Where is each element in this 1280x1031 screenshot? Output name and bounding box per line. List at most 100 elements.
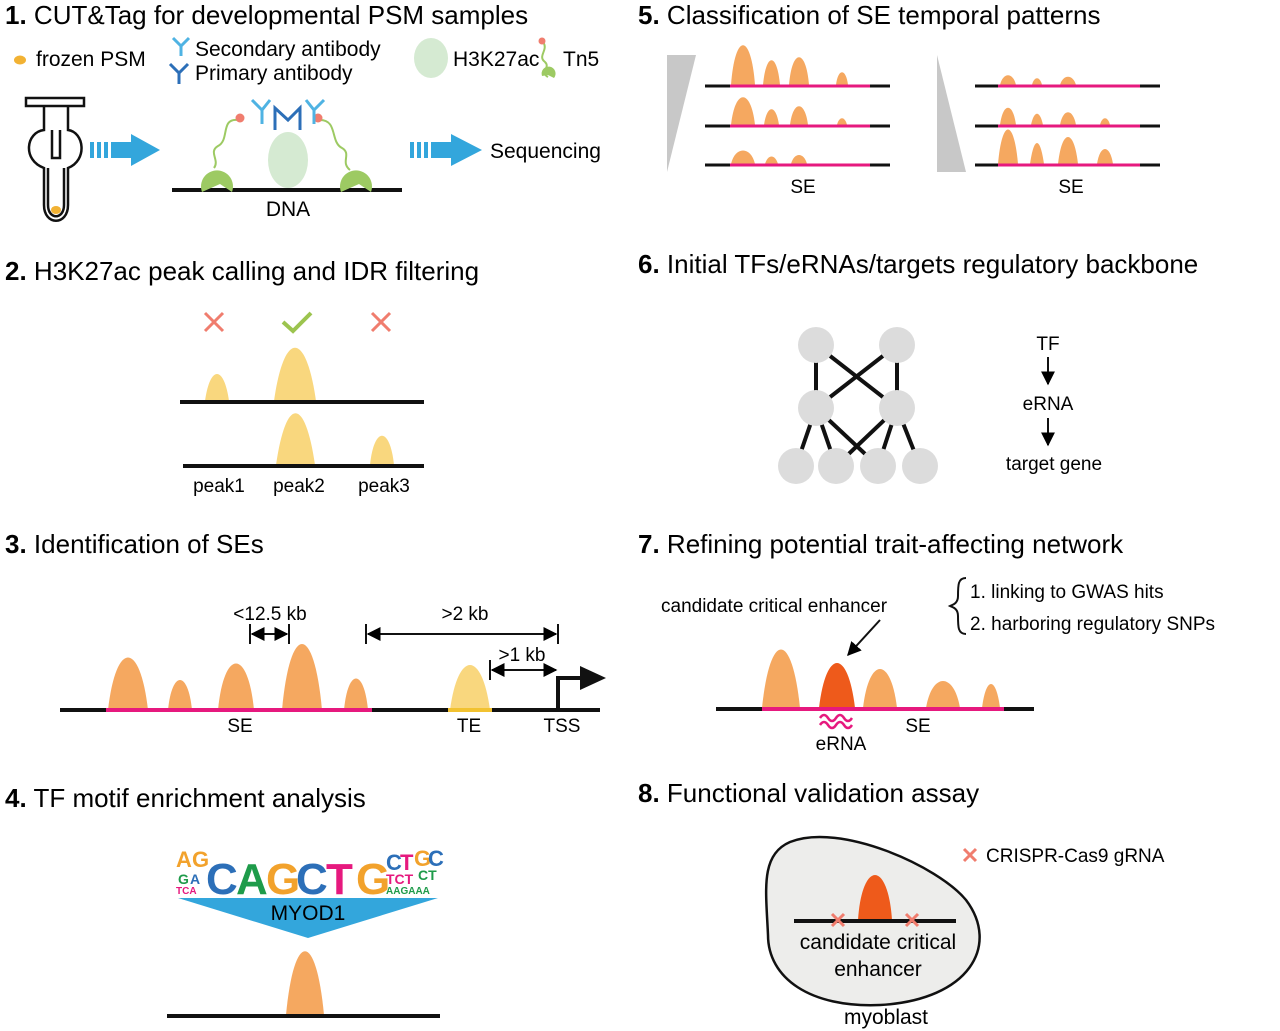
network-node <box>798 390 834 426</box>
panel-6: 6. Initial TFs/eRNAs/targets regulatory … <box>638 249 1198 484</box>
svg-text:AAGAAA: AAGAAA <box>386 886 430 897</box>
panel-2-heading: 2. H3K27ac peak calling and IDR filterin… <box>5 256 479 286</box>
panel-3-heading: 3. Identification of SEs <box>5 529 264 559</box>
panel-1-heading: 1. CUT&Tag for developmental PSM samples <box>5 0 528 30</box>
panel-7: 7. Refining potential trait-affecting ne… <box>638 529 1215 755</box>
erna-squiggle-icon <box>818 713 854 730</box>
svg-text:A: A <box>190 871 200 887</box>
legend-h3k27ac: H3K27ac <box>453 48 539 71</box>
label-se: SE <box>227 716 252 737</box>
panel-5-heading: 5. Classification of SE temporal pattern… <box>638 0 1100 30</box>
panel-8-heading: 8. Functional validation assay <box>638 778 979 808</box>
antibody-complex-icon <box>250 98 326 130</box>
criteria-brace <box>947 577 967 635</box>
logo-g3: G <box>414 846 431 871</box>
se7-peak-5 <box>982 684 1000 708</box>
network-node <box>879 327 915 363</box>
network-node <box>902 448 938 484</box>
logo-g1: G <box>192 847 209 872</box>
network-nodes <box>778 327 938 484</box>
network-node <box>860 448 896 484</box>
peak-replicate1-peak2 <box>274 347 316 401</box>
se-peak-4 <box>282 644 322 710</box>
label-peak3: peak3 <box>358 476 410 497</box>
peak-replicate1-peak1 <box>205 374 229 401</box>
label-myod1: MYOD1 <box>271 902 346 925</box>
network-node <box>778 448 814 484</box>
label-target-gene: target gene <box>1006 454 1102 475</box>
label-te: TE <box>457 716 481 737</box>
label-sequencing: Sequencing <box>490 140 601 163</box>
se-peak-3 <box>218 663 254 710</box>
network-node <box>879 390 915 426</box>
motif-funnel <box>178 898 438 938</box>
label-peak1: peak1 <box>193 476 245 497</box>
logo-g: G <box>266 855 300 904</box>
panel-4-heading: 4. TF motif enrichment analysis <box>5 783 366 813</box>
criteria-item-1: 1. linking to GWAS hits <box>970 582 1164 603</box>
panel-2: 2. H3K27ac peak calling and IDR filterin… <box>5 256 479 497</box>
logo-t: T <box>326 855 353 904</box>
logo-c4: C <box>428 846 444 871</box>
se7-peak-4 <box>926 681 960 708</box>
label-myoblast: myoblast <box>844 1006 928 1029</box>
se-peak-1 <box>108 657 148 710</box>
candidate-pointer-arrow <box>847 619 881 657</box>
label-erna-7: eRNA <box>816 734 867 755</box>
panel-3: 3. Identification of SEs <12.5 kb >2 kb … <box>5 529 606 737</box>
network-node <box>818 448 854 484</box>
motif-peak <box>286 951 324 1015</box>
legend-secondary-antibody: Secondary antibody <box>195 38 381 61</box>
primary-antibody-icon <box>168 62 190 84</box>
label-dist-far: >2 kb <box>441 604 488 625</box>
logo-t2: T <box>400 850 414 875</box>
h3k27ac-nucleosome <box>268 132 308 188</box>
peak-replicate2-peak2 <box>276 413 315 465</box>
candidate-enhancer-peak <box>819 663 855 708</box>
grna-legend-icon <box>962 847 978 863</box>
legend-tn5: Tn5 <box>563 48 599 71</box>
panel-6-heading: 6. Initial TFs/eRNAs/targets regulatory … <box>638 249 1198 279</box>
panel-7-heading: 7. Refining potential trait-affecting ne… <box>638 529 1124 559</box>
se7-peak-1 <box>762 649 800 708</box>
peak-replicate2-peak3 <box>370 435 394 465</box>
svg-text:CT: CT <box>418 867 437 883</box>
logo-c2: C <box>296 855 328 904</box>
label-enhancer: enhancer <box>834 958 922 981</box>
se-track-left-2 <box>705 97 890 128</box>
logo-g2: G <box>356 855 390 904</box>
se-peak-2 <box>168 680 192 710</box>
blue-arrow-2 <box>410 134 482 166</box>
panel-4: 4. TF motif enrichment analysis A G G A … <box>5 783 444 1018</box>
se7-peak-3 <box>863 669 897 708</box>
motif-logo: A G G A TCA C A G C T G C T G C TCT CT A… <box>176 846 444 904</box>
tn5-legend-icon <box>538 37 556 78</box>
criteria-item-2: 2. harboring regulatory SNPs <box>970 614 1215 635</box>
legend-frozen-psm: frozen PSM <box>36 48 146 71</box>
panel-8: 8. Functional validation assay CRISPR-Ca… <box>638 778 1165 1029</box>
legend-crispr-grna: CRISPR-Cas9 gRNA <box>986 846 1165 867</box>
te-peak <box>450 665 490 710</box>
label-gap: <12.5 kb <box>233 604 306 625</box>
grna-cut-site-left-icon <box>830 912 846 928</box>
frozen-psm-dot-icon <box>14 55 26 65</box>
decreasing-trend-triangle <box>667 55 696 172</box>
psm-tube-icon <box>24 96 86 222</box>
label-peak2: peak2 <box>273 476 325 497</box>
logo-c3: C <box>386 850 402 875</box>
reject-icon-peak1 <box>203 311 225 333</box>
label-erna: eRNA <box>1023 394 1074 415</box>
svg-text:G: G <box>178 871 189 887</box>
network-node <box>798 327 834 363</box>
label-se-right: SE <box>1058 177 1083 198</box>
label-tss: TSS <box>544 716 581 737</box>
tss-arrow-icon <box>556 666 606 710</box>
label-dist-near: >1 kb <box>498 645 545 666</box>
panel-5: 5. Classification of SE temporal pattern… <box>638 0 1160 198</box>
label-candidate-critical: candidate critical <box>800 931 956 954</box>
legend-primary-antibody: Primary antibody <box>195 62 353 85</box>
logo-a1: A <box>176 847 192 872</box>
se-track-right-1 <box>975 75 1160 88</box>
tn5-right-icon <box>313 113 372 192</box>
